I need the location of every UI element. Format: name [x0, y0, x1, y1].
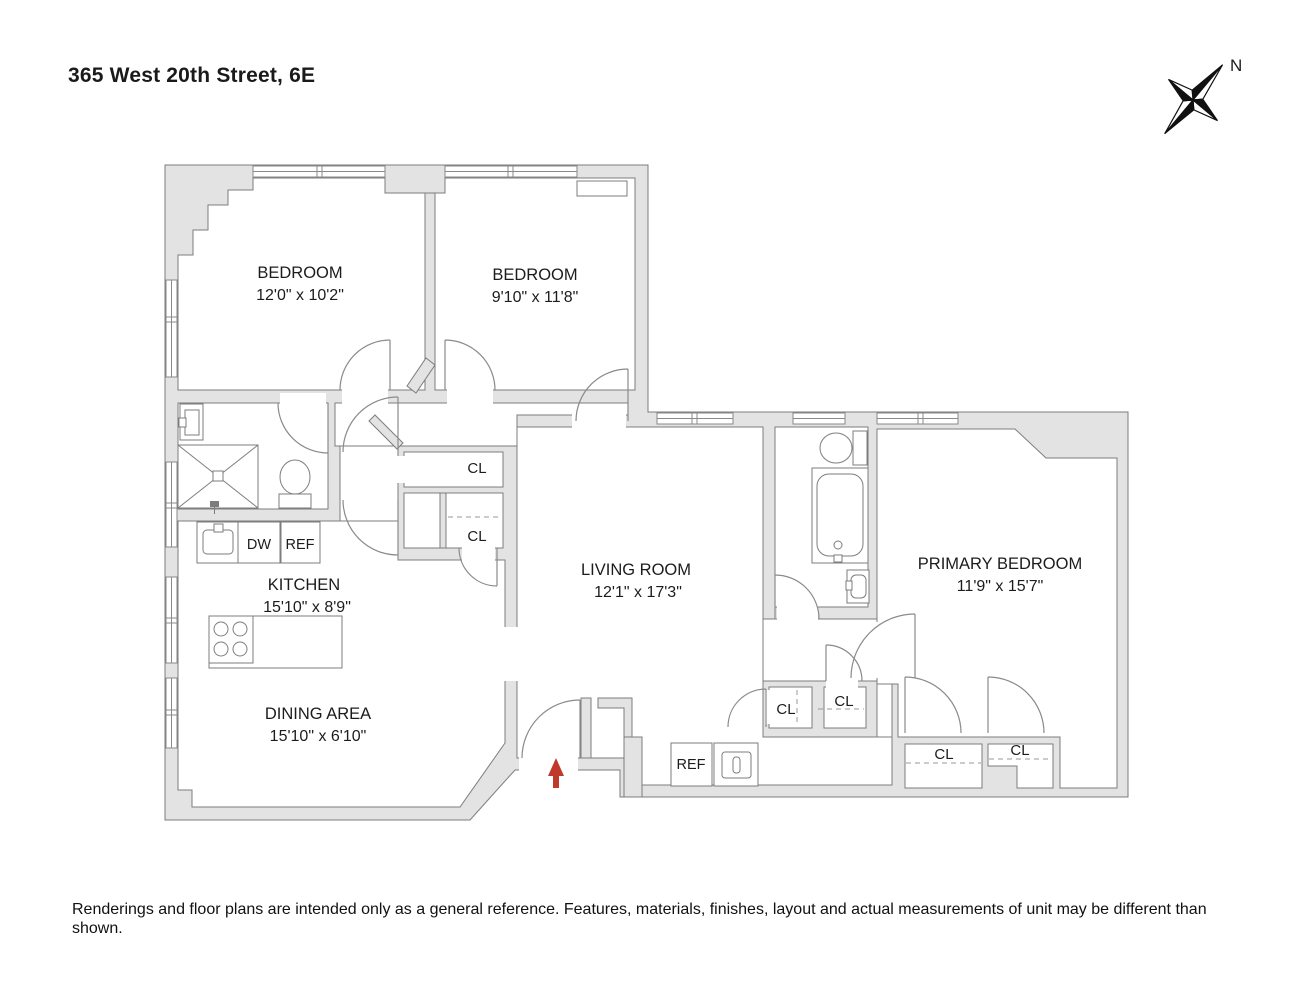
label-closet-1: CL [467, 460, 486, 477]
floor-closet-hall-left [768, 686, 813, 729]
floor-closet-primary-a [904, 743, 983, 789]
wall-nook-left [623, 736, 643, 798]
label-bedroom-1: BEDROOM [257, 264, 342, 282]
wall-closet-divider [439, 492, 447, 549]
compass-north-label: N [1230, 56, 1242, 75]
label-closet-5: CL [934, 746, 953, 763]
appliance-labels: DW REF REF [247, 537, 706, 773]
floor-closet-lower [403, 492, 504, 549]
toilet-right-icon [819, 430, 868, 466]
closet-labels: CL CL CL CL CL CL [467, 460, 1029, 763]
label-dishwasher: DW [247, 537, 271, 553]
dim-bedroom-1: 12'0" x 10'2" [256, 287, 344, 304]
disclaimer-text: Renderings and floor plans are intended … [72, 901, 1207, 937]
floor-bedroom-1 [177, 177, 426, 391]
shower-icon [177, 444, 259, 514]
dim-primary-bedroom: 11'9" x 15'7" [957, 578, 1044, 595]
dishwasher-box [237, 521, 281, 564]
toilet-left-icon [278, 459, 312, 509]
label-closet-6: CL [1010, 742, 1029, 759]
closet-rods [448, 516, 1052, 764]
floor-closet-upper [403, 451, 504, 488]
kitchen-sink-icon [196, 521, 239, 564]
refrigerator-kitchen-box [280, 521, 321, 564]
label-primary-bedroom: PRIMARY BEDROOM [918, 555, 1082, 573]
floor-bedroom-2 [434, 177, 636, 391]
bathroom-sink-icon [845, 569, 870, 604]
wall-jamb-diagonal-1 [406, 357, 436, 394]
label-closet-3: CL [776, 701, 795, 718]
bar-sink-icon [713, 742, 759, 787]
wall-entry-jamb [580, 697, 592, 759]
wall-patches [368, 164, 643, 798]
label-kitchen: KITCHEN [268, 576, 340, 594]
floor-closet-primary-b [987, 743, 1054, 789]
bedroom-2-niche [576, 180, 628, 197]
fixtures [177, 403, 870, 787]
floor-primary-bedroom [876, 428, 1118, 789]
label-refrigerator-kitchen: REF [286, 537, 315, 553]
entry-arrow-icon [548, 758, 564, 788]
floor-closet-hall-right [823, 686, 867, 729]
door-swings [277, 339, 1045, 759]
bathtub-icon [811, 467, 869, 564]
dim-living-room: 12'1" x 17'3" [594, 584, 682, 601]
refrigerator-foyer-box [670, 742, 713, 787]
room-labels: BEDROOM 12'0" x 10'2" BEDROOM 9'10" x 11… [256, 264, 1082, 745]
label-living-room: LIVING ROOM [581, 561, 691, 579]
label-refrigerator-foyer: REF [677, 757, 706, 773]
dim-bedroom-2: 9'10" x 11'8" [492, 289, 579, 306]
wall-jamb-diagonal-2 [368, 414, 404, 450]
dim-dining-area: 15'10" x 6'10" [270, 728, 367, 745]
label-closet-2: CL [467, 528, 486, 545]
dim-kitchen: 15'10" x 8'9" [263, 599, 351, 616]
vanity-left-icon [178, 403, 204, 441]
floor-kitchen-passage [339, 445, 399, 522]
label-dining-area: DINING AREA [265, 705, 371, 723]
label-bedroom-2: BEDROOM [492, 266, 577, 284]
label-closet-4: CL [834, 693, 853, 710]
wall-between-top-windows [384, 164, 446, 194]
compass-icon [1164, 64, 1224, 135]
door-openings [280, 388, 914, 772]
page-title: 365 West 20th Street, 6E [68, 64, 316, 87]
windows [165, 165, 959, 749]
stove-icon [208, 615, 343, 669]
